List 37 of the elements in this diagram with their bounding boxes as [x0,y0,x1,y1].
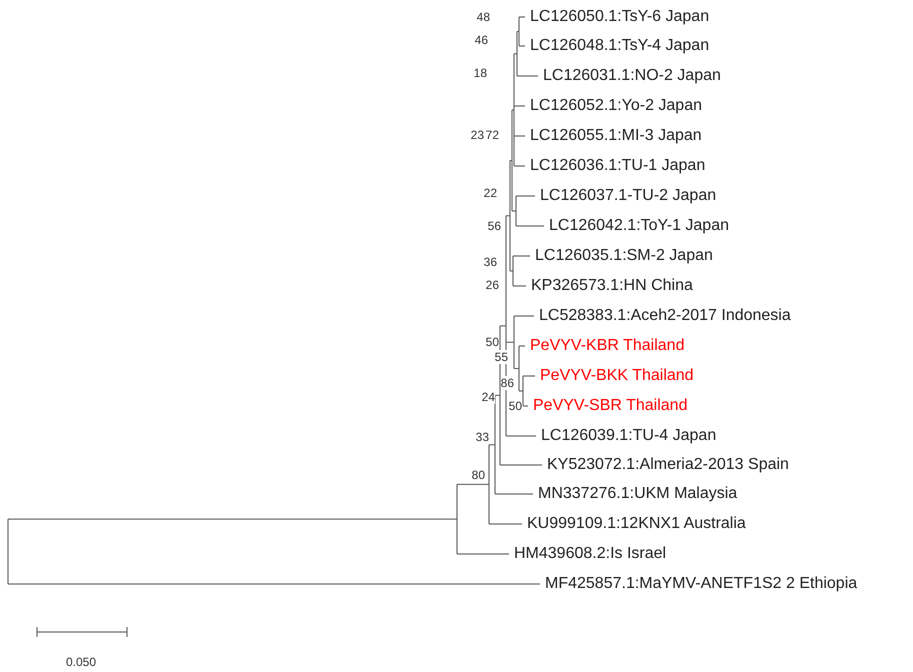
bootstrap-value: 22 [484,186,497,200]
taxon-label: LC126055.1:MI-3 Japan [530,127,702,145]
taxon-label: MN337276.1:UKM Malaysia [538,485,738,503]
taxon-label: LC126036.1:TU-1 Japan [530,157,706,175]
bootstrap-value: 36 [484,255,497,269]
bootstrap-value: 48 [476,10,490,24]
bootstrap-value: 72 [486,128,499,142]
bootstrap-value: 46 [474,33,488,47]
taxon-label: MF425857.1:MaYMV-ANETF1S2 2 Ethiopia [545,575,858,593]
bootstrap-value: 55 [494,350,508,364]
taxon-label: LC126039.1:TU-4 Japan [541,427,716,445]
taxon-label: HM439608.2:Is Israel [514,545,666,563]
taxon-label: KU999109.1:12KNX1 Australia [527,515,746,533]
bootstrap-value: 56 [488,219,501,233]
taxon-label: LC126048.1:TsY-4 Japan [530,37,710,55]
taxon-label: PeVYV-SBR Thailand [533,397,688,415]
scale-value: 0.050 [66,655,96,669]
bootstrap-value: 50 [486,335,499,349]
taxon-label: PeVYV-BKK Thailand [540,367,694,385]
bootstrap-value: 50 [508,399,522,413]
taxon-label: LC126042.1:ToY-1 Japan [549,217,729,235]
taxon-label: LC126035.1:SM-2 Japan [535,247,713,265]
taxon-label: KY523072.1:Almeria2-2013 Spain [547,456,789,474]
bootstrap-value: 24 [482,390,495,404]
bootstrap-value: 33 [476,430,489,444]
bootstrap-value: 26 [486,278,499,292]
taxon-label: LC126037.1-TU-2 Japan [540,187,716,205]
taxon-label: LC528383.1:Aceh2-2017 Indonesia [539,307,791,325]
bootstrap-value: 18 [474,66,487,80]
taxon-label: LC126050.1:TsY-6 Japan [530,8,710,26]
taxon-label: KP326573.1:HN China [531,277,693,295]
bootstrap-value: 23 [470,128,484,142]
taxon-label: LC126031.1:NO-2 Japan [543,67,721,85]
taxon-label: PeVYV-KBR Thailand [530,337,684,355]
bootstrap-value: 86 [500,376,514,390]
taxon-label: LC126052.1:Yo-2 Japan [530,97,702,115]
bootstrap-value: 80 [472,468,485,482]
